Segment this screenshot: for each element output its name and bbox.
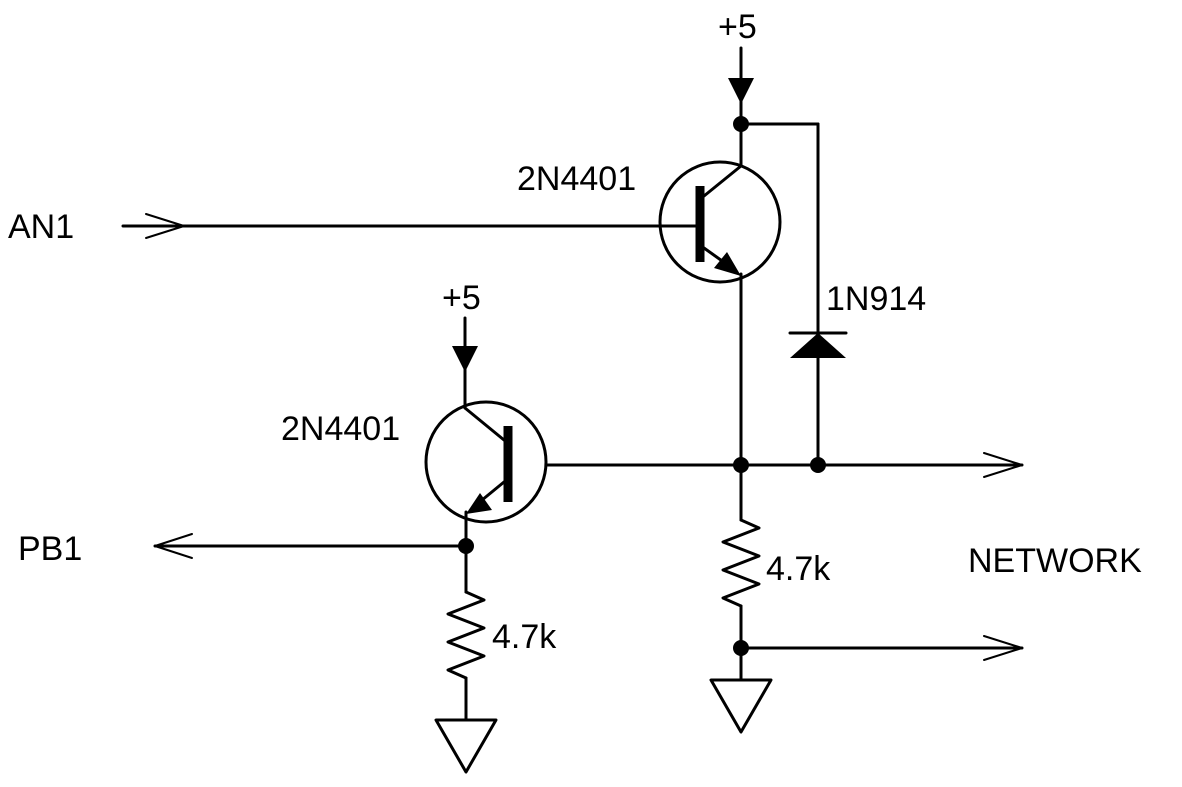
supply-mid-arrow [452, 316, 478, 372]
network-output-upper-arrow [739, 452, 1024, 478]
output-pb1-arrow [153, 533, 468, 559]
input-an1-arrow [121, 213, 702, 239]
resistor-left [446, 590, 486, 680]
ground-left [434, 718, 498, 774]
resistor-left-label: 4.7k [492, 618, 557, 656]
transistor-top-label: 2N4401 [517, 160, 636, 198]
transistor-bottom [424, 366, 548, 548]
output-pb1-label: PB1 [18, 530, 82, 568]
ground-right [709, 678, 773, 734]
network-label: NETWORK [968, 542, 1142, 580]
input-an1-label: AN1 [8, 208, 74, 246]
diode-label: 1N914 [826, 280, 926, 318]
network-output-lower-arrow [739, 635, 1024, 661]
supply-mid-label: +5 [442, 279, 481, 317]
supply-top-arrow [728, 46, 754, 104]
resistor-right [721, 518, 761, 608]
diode [788, 331, 848, 358]
resistor-right-label: 4.7k [766, 550, 831, 588]
transistor-top [658, 122, 782, 286]
transistor-bottom-label: 2N4401 [281, 410, 400, 448]
supply-top-label: +5 [718, 8, 757, 46]
